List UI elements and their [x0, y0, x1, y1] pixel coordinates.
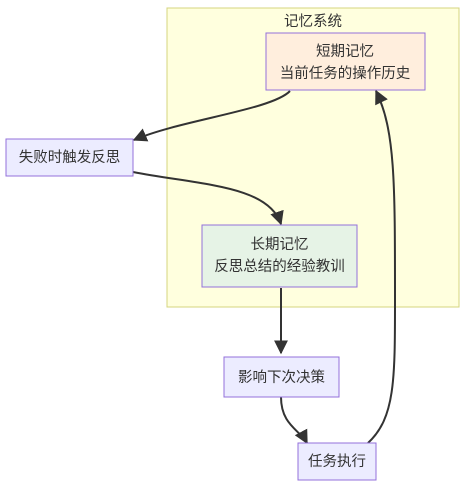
edge-reflect-to-long-term: [132, 171, 284, 226]
node-short-term-memory-box: [265, 32, 426, 91]
node-short-term-memory: 短期记忆 当前任务的操作历史: [265, 32, 426, 91]
node-long-term-memory-title: 长期记忆: [251, 236, 309, 253]
edge-execute-to-short-term: [367, 89, 396, 444]
node-reflect-on-failure-box: [5, 138, 134, 177]
node-long-term-memory-box: [201, 224, 358, 288]
node-long-term-memory-desc: 反思总结的经验教训: [214, 258, 345, 275]
node-short-term-memory-title: 短期记忆: [316, 43, 374, 60]
node-influence-next-decision-box: [223, 356, 340, 398]
memory-system-group-title: 记忆系统: [284, 13, 342, 30]
node-influence-next-decision: 影响下次决策: [223, 356, 340, 398]
node-long-term-memory: 长期记忆 反思总结的经验教训: [201, 224, 358, 288]
node-influence-next-decision-label: 影响下次决策: [238, 369, 325, 386]
node-reflect-on-failure-label: 失败时触发反思: [19, 149, 121, 166]
node-reflect-on-failure: 失败时触发反思: [5, 138, 134, 177]
edge-short-term-to-reflect: [132, 90, 291, 142]
node-short-term-memory-desc: 当前任务的操作历史: [280, 65, 411, 82]
node-task-execution-label: 任务执行: [308, 453, 366, 470]
node-task-execution-box: [297, 442, 377, 481]
edge-decision-to-execute: [280, 396, 308, 445]
edges: [132, 89, 396, 445]
node-task-execution: 任务执行: [297, 442, 377, 481]
